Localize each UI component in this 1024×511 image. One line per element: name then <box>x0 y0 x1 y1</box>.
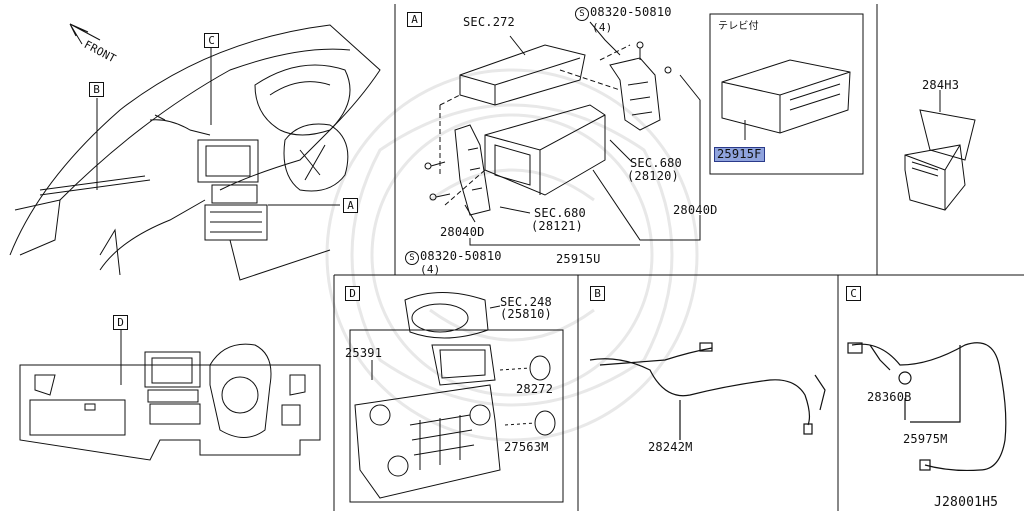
label-bracket-left: 28040D <box>440 225 485 239</box>
callout-c-overview: C <box>204 33 219 48</box>
tv-box-title: テレビ付 <box>718 21 759 32</box>
label-25975m: 25975M <box>903 432 948 446</box>
label-284h3: 284H3 <box>922 78 960 92</box>
dashboard-front-view <box>19 330 321 461</box>
label-sec-248-num: (25810) <box>500 307 552 321</box>
label-sec-680-left: SEC.680 <box>534 206 586 220</box>
callout-d-overview: D <box>113 315 128 330</box>
panel-d-artwork <box>349 292 564 503</box>
watermark-emblem <box>325 68 699 442</box>
label-screw-bottom-qty: (4) <box>420 263 441 276</box>
panel-c-harness <box>847 342 1007 472</box>
label-28360b: 28360B <box>867 390 912 404</box>
tv-unit-artwork <box>709 13 864 175</box>
dashboard-overview <box>9 23 381 281</box>
label-27563m: 27563M <box>504 440 549 454</box>
panel-a-artwork <box>424 21 701 246</box>
module-284h3-artwork <box>904 90 976 211</box>
label-25915f: 25915F <box>714 147 765 162</box>
label-28242m: 28242M <box>648 440 693 454</box>
label-sec-680-left-num: (28121) <box>531 219 583 233</box>
label-sec-680-right-num: (28120) <box>627 169 679 183</box>
label-bracket-right: 28040D <box>673 203 718 217</box>
label-sec-248: SEC.248 <box>500 295 552 309</box>
label-unit: 25915U <box>556 252 601 266</box>
label-25391: 25391 <box>345 346 383 360</box>
panel-d-header: D <box>345 286 360 301</box>
label-28272: 28272 <box>516 382 554 396</box>
callout-a-overview: A <box>343 198 358 213</box>
label-sec-272: SEC.272 <box>463 15 515 29</box>
panel-b-header: B <box>590 286 605 301</box>
panel-b-harness <box>589 342 826 440</box>
panel-dividers <box>333 4 1024 511</box>
panel-a-header: A <box>407 12 422 27</box>
panel-c-header: C <box>846 286 861 301</box>
drawing-number: J28001H5 <box>934 495 999 510</box>
callout-b-overview: B <box>89 82 104 97</box>
label-sec-680-right: SEC.680 <box>630 156 682 170</box>
label-screw-top-qty: (4) <box>592 21 613 34</box>
